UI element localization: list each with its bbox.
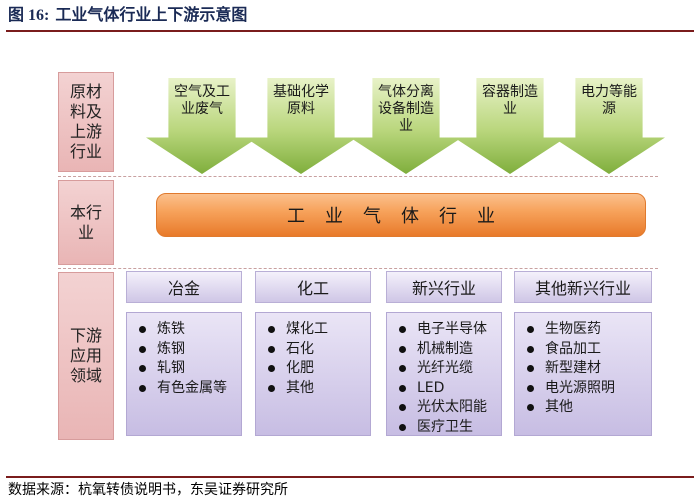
separator-upper — [58, 176, 658, 177]
list-item: 其他 — [527, 398, 651, 418]
bullet-icon — [527, 345, 534, 353]
bullet-icon — [399, 326, 406, 334]
downstream-title-other-emerging: 其他新兴行业 — [514, 271, 652, 303]
separator-lower — [58, 268, 658, 269]
upstream-label-1: 空气及工业废气 — [174, 84, 230, 117]
bullet-icon — [527, 384, 534, 392]
bullet-icon — [268, 326, 275, 334]
downstream-box-chemical: 煤化工 石化 化肥 其他 — [255, 312, 371, 436]
list-item: 煤化工 — [268, 320, 370, 340]
bullet-icon — [527, 404, 534, 412]
bottom-rule — [6, 476, 694, 478]
list-item: 电光源照明 — [527, 379, 651, 399]
bullet-icon — [268, 384, 275, 392]
figure-title: 图 16: 工业气体行业上下游示意图 — [8, 4, 247, 26]
bullet-icon — [527, 326, 534, 334]
downstream-title-chemical: 化工 — [255, 271, 371, 303]
list-item: 光伏太阳能 — [399, 398, 501, 418]
upstream-label-2: 基础化学原料 — [273, 84, 329, 117]
side-label-upstream: 原材料及上游行业 — [58, 72, 114, 172]
downstream-title-metallurgy: 冶金 — [126, 271, 242, 303]
list-item: 石化 — [268, 340, 370, 360]
list-item: 轧钢 — [139, 359, 241, 379]
bullet-icon — [527, 365, 534, 373]
list-item: 新型建材 — [527, 359, 651, 379]
source-note: 数据来源：杭氧转债说明书，东吴证券研究所 — [8, 482, 288, 498]
bullet-icon — [139, 384, 146, 392]
upstream-label-5: 电力等能源 — [581, 84, 637, 117]
figure-number: 图 16: — [8, 7, 50, 24]
bullet-icon — [139, 365, 146, 373]
list-item: 机械制造 — [399, 340, 501, 360]
figure-title-text: 工业气体行业上下游示意图 — [55, 5, 248, 24]
side-label-downstream: 下游应用领域 — [58, 272, 114, 440]
list-item: 炼钢 — [139, 340, 241, 360]
bullet-icon — [268, 365, 275, 373]
top-rule — [6, 30, 694, 32]
list-item: 生物医药 — [527, 320, 651, 340]
list-item: 食品加工 — [527, 340, 651, 360]
downstream-title-emerging: 新兴行业 — [386, 271, 502, 303]
list-item: LED — [399, 379, 501, 399]
upstream-label-3: 气体分离设备制造业 — [378, 84, 434, 134]
list-item: 有色金属等 — [139, 379, 241, 399]
list-item: 电子半导体 — [399, 320, 501, 340]
bullet-icon — [399, 345, 406, 353]
bullet-icon — [139, 326, 146, 334]
bullet-icon — [399, 404, 406, 412]
bullet-icon — [399, 365, 406, 373]
industry-bar: 工业气体行业 — [156, 193, 646, 237]
bullet-icon — [399, 423, 406, 431]
upstream-label-4: 容器制造业 — [482, 84, 538, 117]
bullet-icon — [139, 345, 146, 353]
downstream-box-metallurgy: 炼铁 炼钢 轧钢 有色金属等 — [126, 312, 242, 436]
list-item: 医疗卫生 — [399, 418, 501, 438]
list-item: 炼铁 — [139, 320, 241, 340]
side-label-midstream: 本行业 — [58, 180, 114, 265]
list-item: 光纤光缆 — [399, 359, 501, 379]
list-item: 其他 — [268, 379, 370, 399]
downstream-box-emerging: 电子半导体 机械制造 光纤光缆 LED 光伏太阳能 医疗卫生 — [386, 312, 502, 436]
list-item: 化肥 — [268, 359, 370, 379]
bullet-icon — [268, 345, 275, 353]
bullet-icon — [399, 384, 406, 392]
downstream-box-other-emerging: 生物医药 食品加工 新型建材 电光源照明 其他 — [514, 312, 652, 436]
